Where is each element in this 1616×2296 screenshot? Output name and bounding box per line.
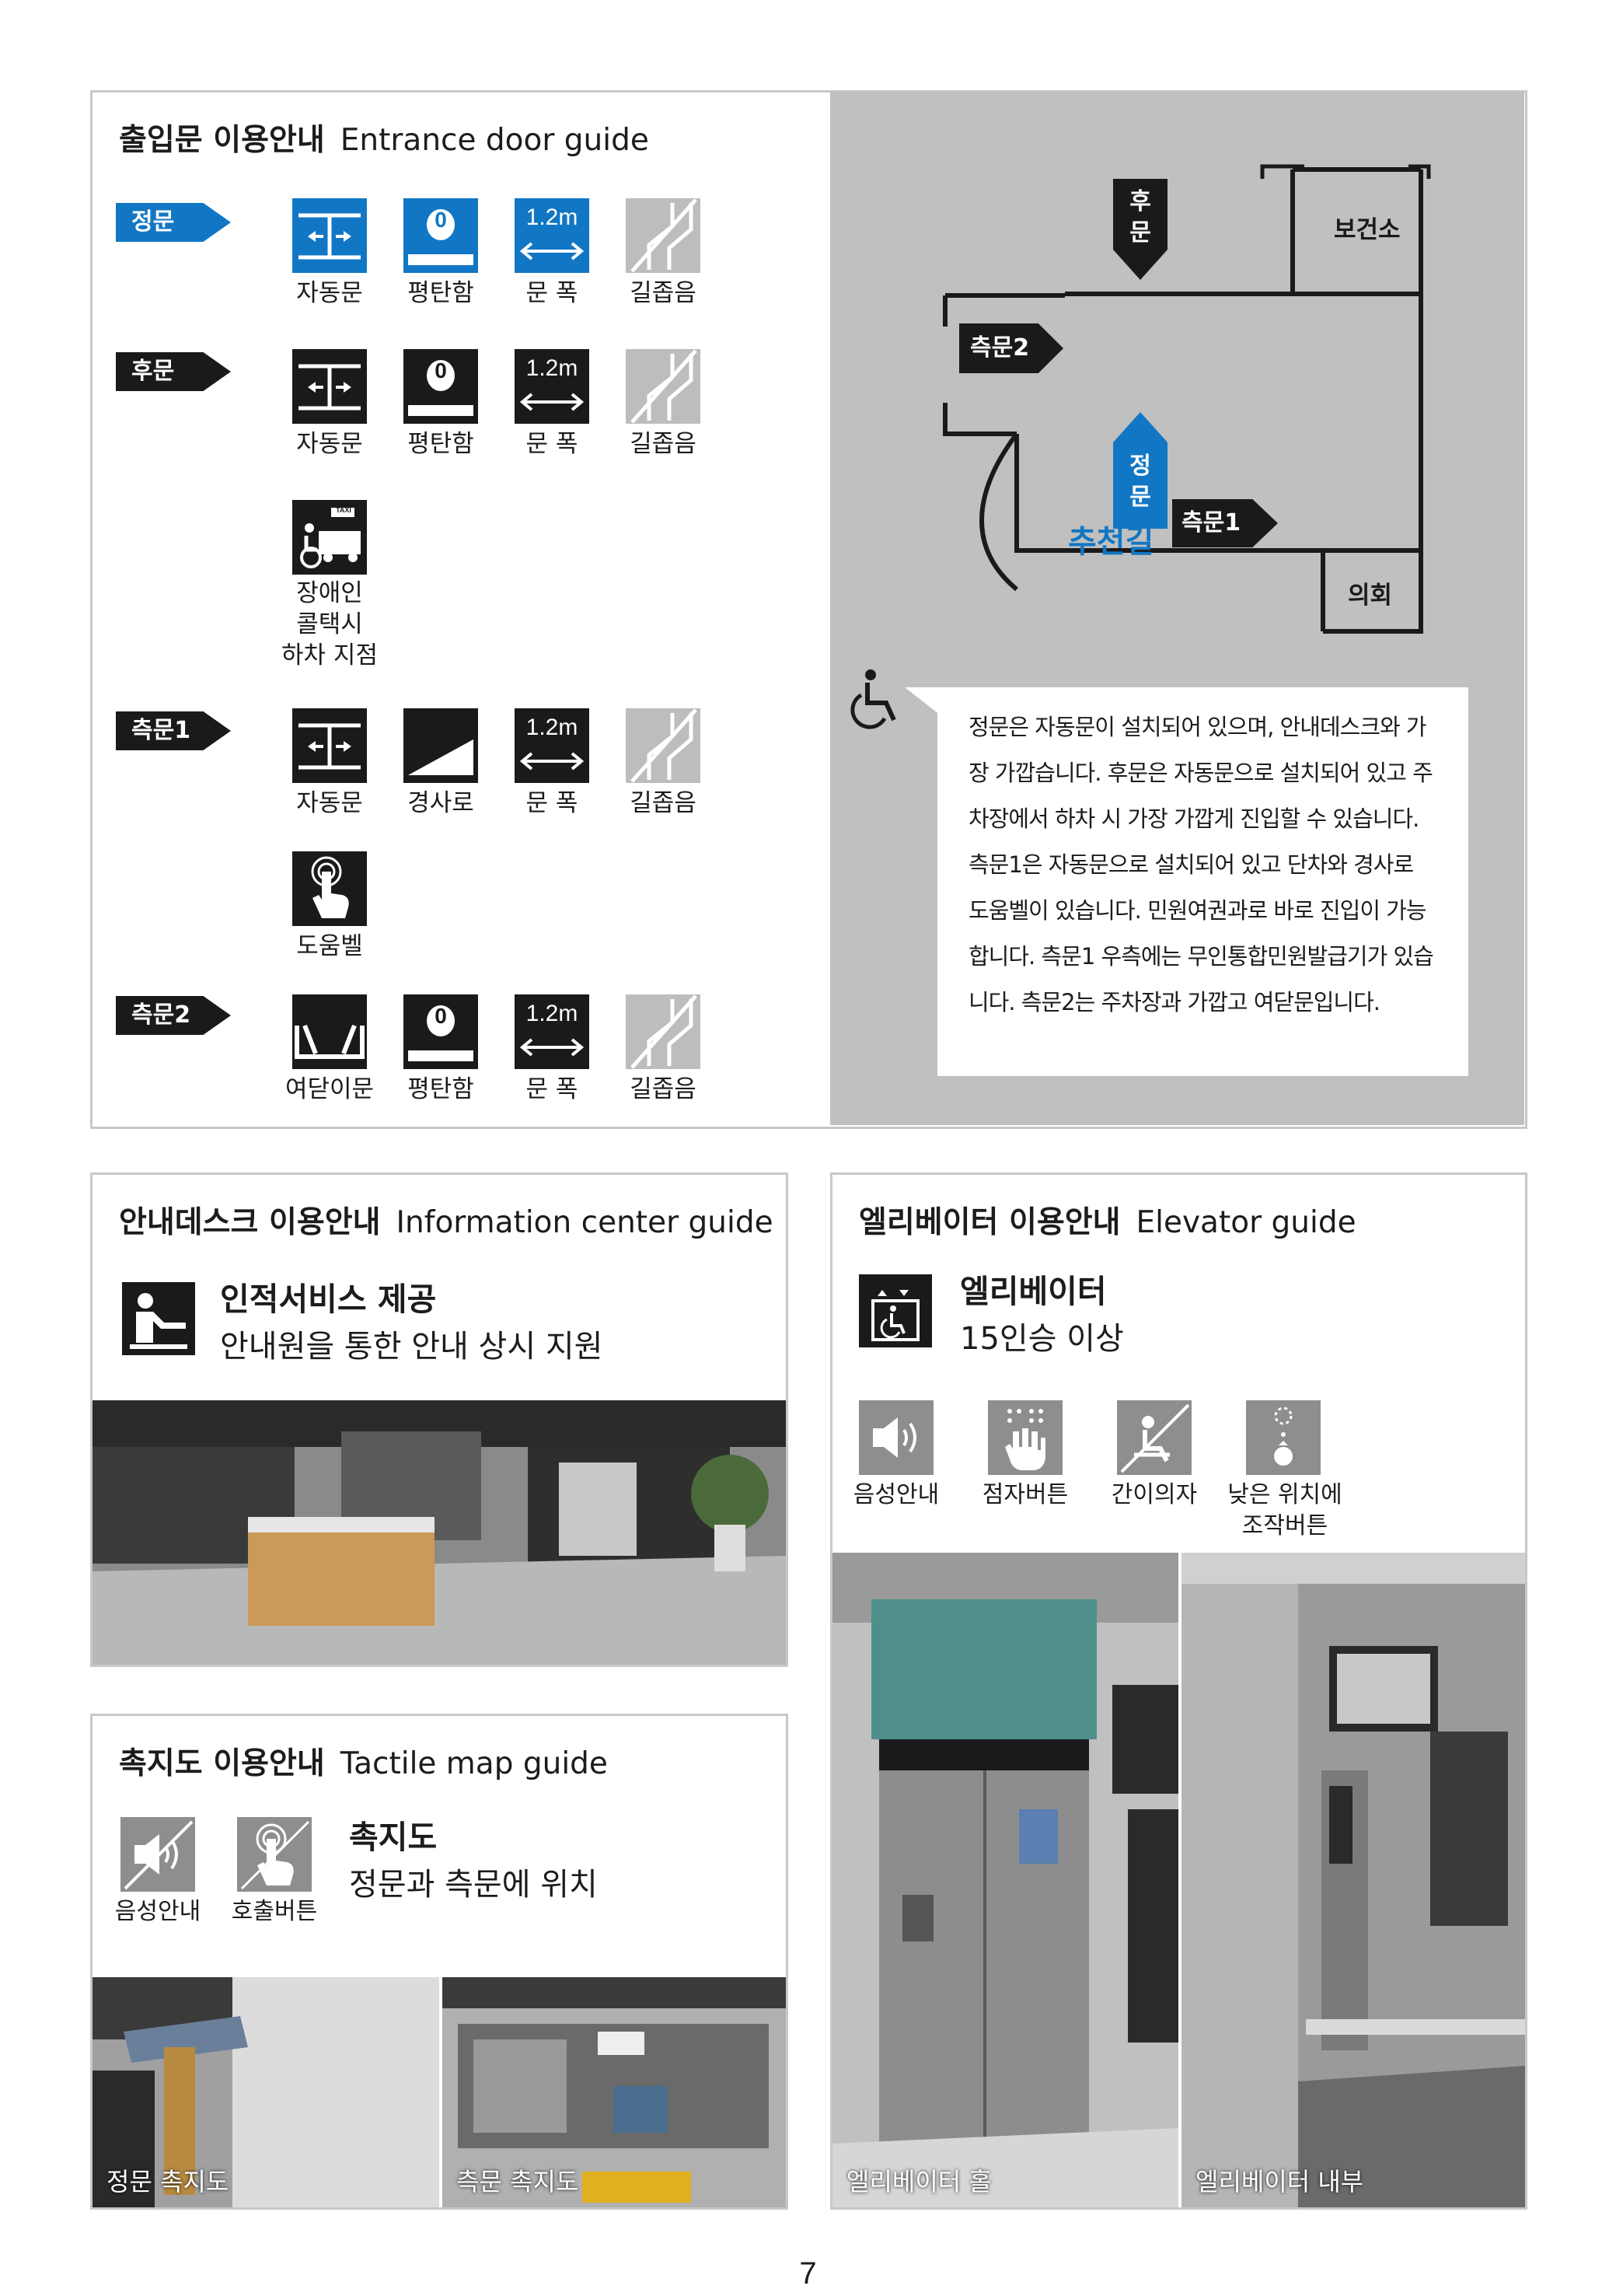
elevator-seat-label: 간이의자 xyxy=(1111,1481,1198,1508)
door-width-icon: 1.2m xyxy=(515,708,589,783)
elevator-hall-photo: 엘리베이터 홀 xyxy=(832,1553,1178,2207)
door-width-icon: 1.2m xyxy=(515,349,589,424)
info-desk-heading: 인적서비스 제공 xyxy=(220,1281,437,1318)
side2-narrow-label: 길좁음 xyxy=(630,1075,696,1103)
taxi-dropoff-label: 장애인 콜택시 하차 지점 xyxy=(281,579,378,669)
side1-ramp-label: 경사로 xyxy=(407,789,474,817)
elevator-voice-label: 음성안내 xyxy=(853,1481,940,1508)
tactile-photo-front: 정문 촉지도 xyxy=(92,1977,439,2207)
elevator-icon xyxy=(859,1274,932,1347)
flat-icon: 0 xyxy=(403,349,478,424)
staff-service-icon xyxy=(122,1282,195,1355)
elevator-desc: 15인승 이상 xyxy=(960,1321,1124,1357)
elevator-low-button-label: 낮은 위치에 조작버튼 xyxy=(1227,1481,1342,1539)
side1-width-label: 문 폭 xyxy=(525,789,578,817)
tag-back-door: 후문 xyxy=(116,352,231,391)
entrance-map: 후 문 측문2 정 문 추천길 측문1 보건소 의회 정문은 자동문이 설치되어… xyxy=(830,92,1524,1125)
elevator-hall-caption: 엘리베이터 홀 xyxy=(846,2167,992,2196)
front-flat-label: 평탄함 xyxy=(407,279,474,307)
side1-auto-door-label: 자동문 xyxy=(296,789,363,817)
elevator-interior-photo: 엘리베이터 내부 xyxy=(1181,1553,1525,2207)
auto-door-icon xyxy=(292,349,367,424)
side2-swing-door-label: 여닫이문 xyxy=(284,1075,375,1103)
side2-width-label: 문 폭 xyxy=(525,1075,578,1103)
folding-seat-icon xyxy=(1117,1400,1192,1475)
front-width-label: 문 폭 xyxy=(525,279,578,307)
voice-guide-icon xyxy=(859,1400,934,1475)
front-auto-door-label: 자동문 xyxy=(296,279,363,307)
swing-door-icon xyxy=(292,994,367,1069)
narrow-path-icon xyxy=(626,198,700,273)
call-button-label: 호출버튼 xyxy=(231,1898,318,1925)
door-width-icon: 1.2m xyxy=(515,994,589,1069)
entrance-note: 정문은 자동문이 설치되어 있으며, 안내데스크와 가장 가깝습니다. 후문은 … xyxy=(937,687,1468,1076)
braille-button-icon xyxy=(988,1400,1063,1475)
side2-flat-label: 평탄함 xyxy=(407,1075,474,1103)
elevator-interior-caption: 엘리베이터 내부 xyxy=(1195,2167,1364,2196)
back-width-label: 문 폭 xyxy=(525,430,578,458)
map-side-door-2: 측문2 xyxy=(959,323,1063,373)
narrow-path-icon xyxy=(626,349,700,424)
elevator-heading: 엘리베이터 xyxy=(960,1273,1107,1310)
floor-plan xyxy=(943,164,1431,634)
tag-side-door-2: 측문2 xyxy=(116,996,231,1035)
side1-narrow-label: 길좁음 xyxy=(630,789,696,817)
ramp-icon xyxy=(403,708,478,783)
room-health-center: 보건소 xyxy=(1334,216,1401,244)
flat-icon: 0 xyxy=(403,198,478,273)
voice-guide-off-icon xyxy=(120,1817,195,1892)
auto-door-icon xyxy=(292,198,367,273)
back-narrow-label: 길좁음 xyxy=(630,430,696,458)
back-flat-label: 평탄함 xyxy=(407,430,474,458)
help-bell-icon xyxy=(292,851,367,926)
narrow-path-icon xyxy=(626,708,700,783)
room-council: 의회 xyxy=(1348,582,1393,610)
call-button-off-icon xyxy=(237,1817,312,1892)
tag-side-door-1: 측문1 xyxy=(116,711,231,750)
back-auto-door-label: 자동문 xyxy=(296,430,363,458)
wheelchair-icon xyxy=(850,669,896,729)
tactile-photo-side: 측문 촉지도 xyxy=(442,1977,786,2207)
tactile-desc: 정문과 측문에 위치 xyxy=(349,1867,598,1903)
help-bell-label: 도움벨 xyxy=(296,932,363,960)
recommended-route-label: 추천길 xyxy=(1068,524,1154,560)
tactile-photo-front-caption: 정문 촉지도 xyxy=(106,2167,229,2196)
tactile-heading: 촉지도 xyxy=(349,1819,438,1856)
tactile-photo-side-caption: 측문 촉지도 xyxy=(456,2167,579,2196)
tag-front-door: 정문 xyxy=(116,203,231,242)
front-narrow-label: 길좁음 xyxy=(630,279,696,307)
elevator-braille-label: 점자버튼 xyxy=(982,1481,1069,1508)
door-width-icon: 1.2m xyxy=(515,198,589,273)
disabled-taxi-icon: TAXI xyxy=(292,500,367,575)
flat-icon: 0 xyxy=(403,994,478,1069)
low-button-icon xyxy=(1246,1400,1321,1475)
voice-guide-label: 음성안내 xyxy=(114,1898,201,1925)
narrow-path-icon xyxy=(626,994,700,1069)
info-desk-photo xyxy=(92,1400,786,1665)
info-desk-desc: 안내원을 통한 안내 상시 지원 xyxy=(220,1329,603,1365)
auto-door-icon xyxy=(292,708,367,783)
page-number: 7 xyxy=(799,2256,817,2291)
map-side-door-1: 측문1 xyxy=(1172,499,1278,547)
